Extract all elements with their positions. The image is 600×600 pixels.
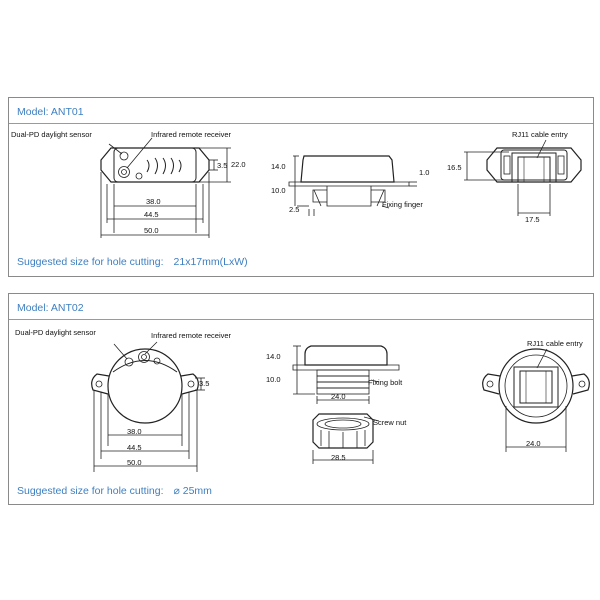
- hole-cutting-value: 21x17mm(LxW): [173, 256, 248, 268]
- dim-44-5: 44.5: [144, 210, 159, 219]
- ant02-technical-drawing: [91, 341, 590, 472]
- ant01-side-view: [288, 155, 417, 216]
- dim-2-5: 2.5: [289, 205, 300, 214]
- dim-50: 50.0: [144, 226, 159, 235]
- dim-10: 10.0: [266, 375, 281, 384]
- dim-3-5: 3.5: [217, 161, 228, 170]
- dim-10: 10.0: [271, 186, 286, 195]
- ant02-end-view: [482, 348, 590, 452]
- model-title-ant02: Model: ANT02: [17, 302, 84, 314]
- dim-24-bolt: 24.0: [331, 392, 346, 401]
- label-ir-receiver: Infrared remote receiver: [151, 331, 232, 340]
- ant02-side-view: [292, 345, 400, 404]
- panel-divider: [9, 319, 593, 320]
- dim-14: 14.0: [271, 162, 286, 171]
- dim-3-5: 3.5: [199, 379, 210, 388]
- label-screw-nut: Screw nut: [373, 418, 407, 427]
- hole-cutting-value: ⌀ 25mm: [173, 485, 212, 497]
- hole-cutting-note-ant01: Suggested size for hole cutting: 21x17mm(…: [17, 256, 248, 268]
- label-rj11: RJ11 cable entry: [512, 130, 568, 139]
- label-ir-receiver: Infrared remote receiver: [151, 130, 232, 139]
- dim-38: 38.0: [127, 427, 142, 436]
- ant02-top-view: [91, 341, 205, 472]
- dim-17-5: 17.5: [525, 215, 540, 224]
- hole-cutting-label: Suggested size for hole cutting:: [17, 485, 164, 497]
- hole-cutting-label: Suggested size for hole cutting:: [17, 256, 164, 268]
- dim-50: 50.0: [127, 458, 142, 467]
- label-fixing-finger: Fixing finger: [382, 200, 423, 209]
- dim-1-0: 1.0: [419, 168, 430, 177]
- ant01-top-view: [100, 137, 231, 238]
- dim-22: 22.0: [231, 160, 246, 169]
- label-rj11: RJ11 cable entry: [527, 339, 583, 348]
- model-title-ant01: Model: ANT01: [17, 106, 84, 118]
- dim-28-5: 28.5: [331, 453, 346, 462]
- dim-44-5: 44.5: [127, 443, 142, 452]
- dim-24-end: 24.0: [526, 439, 541, 448]
- panel-divider: [9, 123, 593, 124]
- dim-38: 38.0: [146, 197, 161, 206]
- ant01-technical-drawing: [100, 137, 582, 238]
- label-daylight-sensor: Dual-PD daylight sensor: [11, 130, 92, 139]
- ant02-screw-nut: [312, 413, 380, 464]
- dim-14: 14.0: [266, 352, 281, 361]
- panel-ant01: Model: ANT01: [8, 97, 594, 277]
- label-fixing-bolt: Fixing bolt: [368, 378, 403, 387]
- panel-ant02: Model: ANT02: [8, 293, 594, 505]
- dim-16-5: 16.5: [447, 163, 462, 172]
- label-daylight-sensor: Dual-PD daylight sensor: [15, 328, 96, 337]
- ant01-end-view: [464, 139, 582, 216]
- hole-cutting-note-ant02: Suggested size for hole cutting: ⌀ 25mm: [17, 485, 212, 497]
